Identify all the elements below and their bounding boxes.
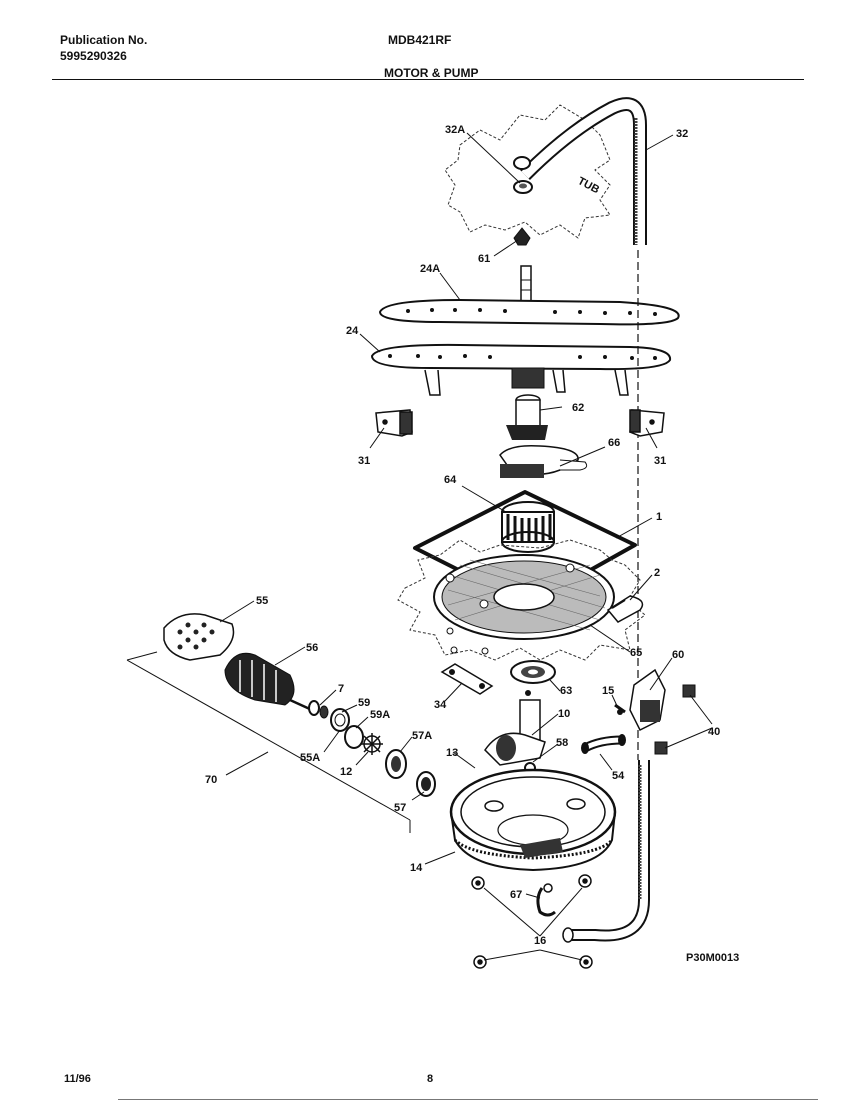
callout-60: 60 [672, 649, 684, 661]
bracket-right [629, 409, 665, 437]
callout-31-left: 31 [358, 455, 370, 467]
callout-13: 13 [446, 747, 458, 759]
pump-housing [484, 699, 546, 774]
callout-64: 64 [444, 474, 457, 486]
publication-label: Publication No. [60, 33, 148, 47]
callout-63: 63 [560, 685, 572, 697]
callout-55A: 55A [300, 752, 320, 764]
callout-56: 56 [306, 642, 318, 654]
tub-outline [444, 104, 611, 239]
model-number: MDB421RF [388, 33, 452, 47]
callout-55: 55 [256, 595, 268, 607]
callout-57A: 57A [412, 730, 432, 742]
pump-motor [224, 652, 313, 712]
bracket-left [375, 409, 413, 437]
valve-screws [654, 684, 696, 755]
callout-31-right: 31 [654, 455, 666, 467]
callout-62: 62 [572, 402, 584, 414]
callout-10: 10 [558, 708, 570, 720]
tub-floor-outline [397, 539, 646, 661]
spray-arm-nut [513, 227, 531, 246]
inlet-valve [614, 668, 666, 732]
lower-supply-tube [562, 760, 650, 943]
callout-32: 32 [676, 128, 688, 140]
callout-67: 67 [510, 889, 522, 901]
header-rule [52, 79, 804, 80]
footer-rule [118, 1099, 818, 1100]
callout-24: 24 [346, 325, 359, 337]
motor-assembly-bracket [126, 651, 411, 833]
callout-61: 61 [478, 253, 490, 265]
leader-lines [219, 132, 713, 961]
callout-16: 16 [534, 935, 546, 947]
publication-number: 5995290326 [60, 49, 127, 63]
footer-date: 11/96 [64, 1073, 91, 1085]
callout-65: 65 [630, 647, 642, 659]
filter-clip [606, 595, 644, 623]
drain-hose-elbow [581, 734, 626, 754]
hose-clamp [536, 883, 556, 917]
callout-57: 57 [394, 802, 406, 814]
upper-spray-arm [378, 298, 680, 326]
callout-1: 1 [656, 511, 662, 523]
upper-spray-tube [513, 97, 647, 245]
section-title: MOTOR & PUMP [384, 66, 479, 80]
callout-70: 70 [205, 774, 217, 786]
callout-66: 66 [608, 437, 620, 449]
callout-59: 59 [358, 697, 370, 709]
callout-34: 34 [434, 699, 447, 711]
callout-12: 12 [340, 766, 352, 778]
callout-14: 14 [410, 862, 423, 874]
callout-labels: 32A 32 61 24A 24 62 31 31 66 64 1 2 55 5… [205, 124, 720, 947]
footer-page-number: 8 [427, 1073, 434, 1085]
filter-cup [499, 444, 588, 478]
sump-filter [433, 554, 615, 640]
spray-arm-hub [520, 265, 532, 303]
mounting-pad [440, 663, 494, 695]
impeller-cage [501, 501, 555, 553]
mounting-bolts [471, 874, 593, 969]
lower-spray-arm [370, 343, 672, 396]
callout-2: 2 [654, 567, 660, 579]
callout-59A: 59A [370, 709, 390, 721]
callout-15: 15 [602, 685, 614, 697]
diagram-code: P30M0013 [686, 952, 739, 964]
callout-7: 7 [338, 683, 344, 695]
tub-label: TUB [576, 175, 602, 196]
motor-end-cap [163, 613, 235, 661]
tube-seal [513, 180, 533, 194]
callout-58: 58 [556, 737, 568, 749]
impeller-small [361, 733, 383, 755]
pump-seal [510, 660, 556, 696]
spray-tower [506, 394, 548, 440]
callout-24A: 24A [420, 263, 440, 275]
motor-small-parts [308, 700, 436, 797]
callout-32A: 32A [445, 124, 465, 136]
floor-markers [446, 627, 489, 655]
callout-40: 40 [708, 726, 720, 738]
pump-sump [449, 768, 617, 872]
callout-54: 54 [612, 770, 625, 782]
